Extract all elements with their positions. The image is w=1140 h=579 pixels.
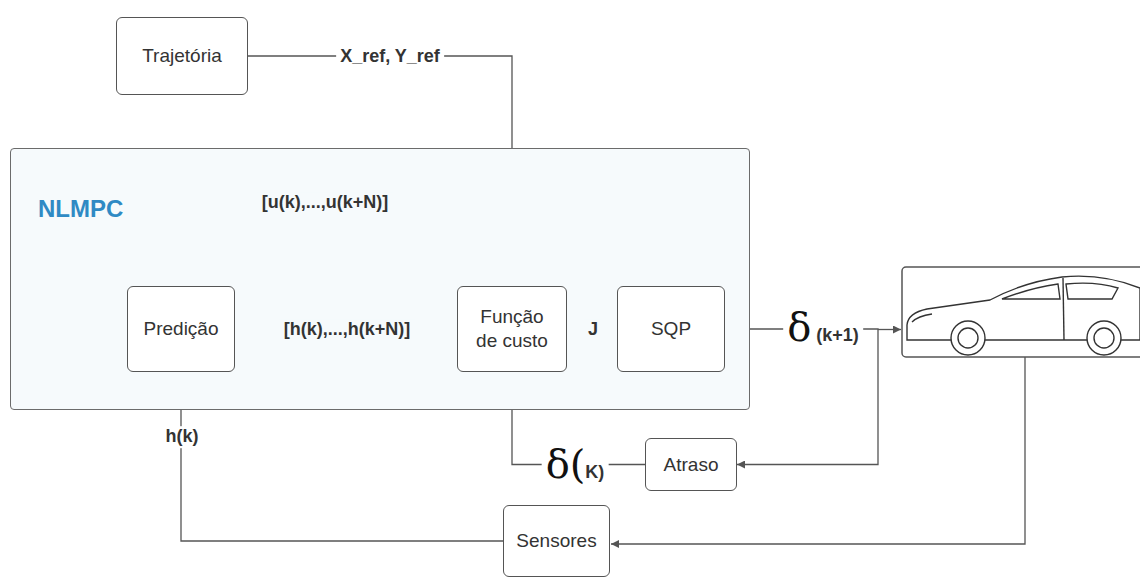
node-label: Função de custo xyxy=(470,305,554,353)
car-wheel xyxy=(1087,321,1121,355)
car-wheel xyxy=(1094,328,1114,348)
car-illustration xyxy=(907,276,1140,355)
controller-band: NLMPC Predição Função de custo SQP xyxy=(10,148,750,410)
node-label: Sensores xyxy=(516,529,596,553)
edge-label: [u(k),...,u(k+N)] xyxy=(258,192,393,214)
vehicle-box xyxy=(902,267,1140,357)
edge-label: X_ref, Y_ref xyxy=(336,46,444,68)
car-wheel xyxy=(958,328,978,348)
node-label: Atraso xyxy=(664,453,719,477)
process-box: Predição xyxy=(127,286,235,372)
process-box: SQP xyxy=(617,286,725,372)
edge-label: J xyxy=(584,319,602,341)
signal-label: δ (k+1) xyxy=(783,307,863,347)
band-heading: NLMPC xyxy=(38,194,123,224)
delay-box: Atraso xyxy=(645,438,737,491)
sensor-box: Sensores xyxy=(503,505,610,577)
car-headlight xyxy=(912,314,932,322)
signal-wire xyxy=(878,329,901,330)
node-label: SQP xyxy=(651,317,691,341)
edge-label: [h(k),...,h(k+N)] xyxy=(280,319,415,341)
node-label: Predição xyxy=(144,317,219,341)
car-door-line xyxy=(1063,278,1064,340)
car-window xyxy=(1066,283,1118,299)
process-box: Função de custo xyxy=(457,286,567,372)
trajectory-box: Trajetória xyxy=(116,17,248,95)
edge-label: h(k) xyxy=(162,426,203,448)
edge-label: δ(K) xyxy=(542,444,609,484)
car-window xyxy=(1002,284,1060,299)
car-wheel xyxy=(951,321,985,355)
node-label: Trajetória xyxy=(142,44,222,68)
